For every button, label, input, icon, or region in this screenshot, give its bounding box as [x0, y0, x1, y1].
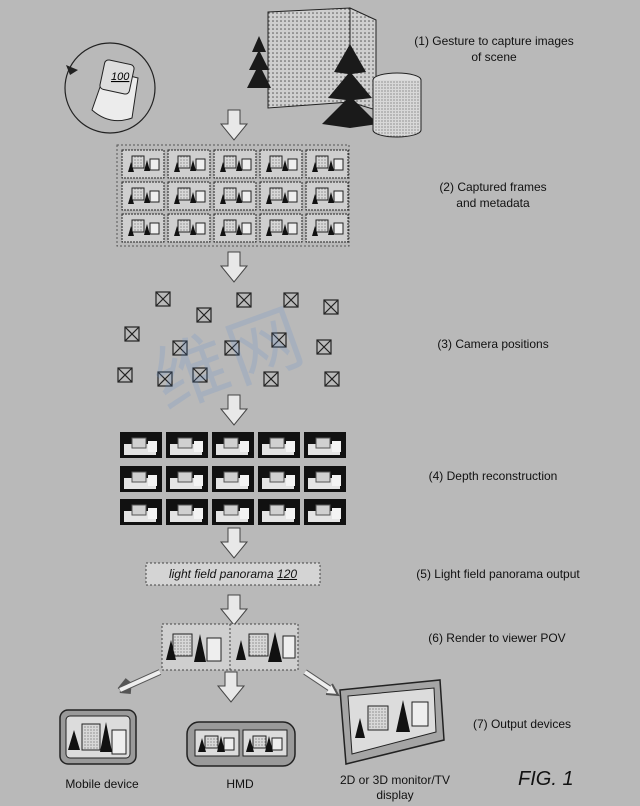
step-3-label: (3) Camera positions — [437, 337, 549, 351]
depth-reconstruction-grid — [119, 431, 347, 526]
captured-frames-grid — [116, 144, 350, 247]
monitor-label-line2: display — [376, 788, 414, 802]
step-2-label: (2) Captured frames and metadata — [439, 180, 547, 210]
mobile-device — [59, 709, 137, 765]
step-7-label: (7) Output devices — [472, 717, 572, 731]
monitor-device — [339, 679, 445, 765]
panorama-ref: 120 — [277, 567, 298, 581]
render-pov — [161, 623, 299, 671]
hmd-label: HMD — [226, 777, 254, 791]
step-6-label: (6) Render to viewer POV — [428, 631, 566, 645]
panorama-label: light field panorama 120 — [146, 563, 320, 585]
step-5-label: (5) Light field panorama output — [416, 567, 580, 581]
arrow-to-mobile — [117, 669, 162, 694]
arrow-to-monitor — [303, 669, 340, 697]
monitor-label-line1: 2D or 3D monitor/TV — [339, 773, 451, 787]
hmd-device — [186, 721, 296, 767]
step-4-label: (4) Depth reconstruction — [428, 469, 558, 483]
mobile-device-label: Mobile device — [65, 777, 139, 791]
figure-label: FIG. 1 — [518, 768, 574, 790]
panorama-box — [145, 562, 321, 586]
capture-gesture-illustration — [64, 42, 156, 134]
step-1-label: (1) Gesture to capture images of scene — [414, 34, 574, 64]
device-ref-100: 100 — [111, 71, 130, 83]
scene-illustration — [247, 7, 422, 138]
panorama-text: light field panorama — [168, 567, 278, 581]
